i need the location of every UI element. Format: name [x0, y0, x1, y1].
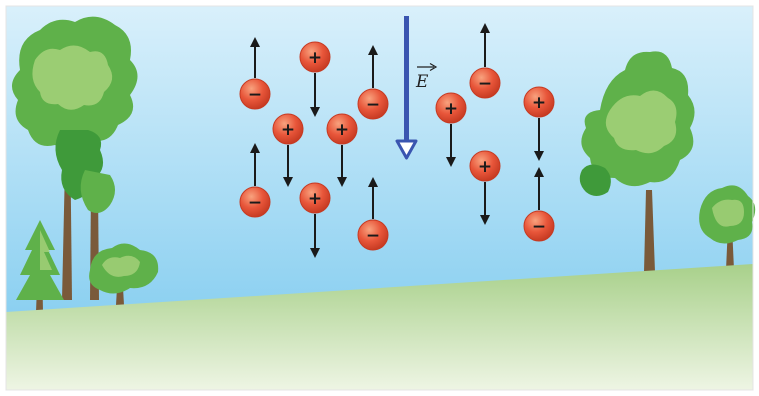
svg-text:+: + — [444, 99, 458, 119]
svg-text:−: − — [248, 193, 262, 213]
svg-text:+: + — [335, 120, 349, 140]
svg-text:+: + — [308, 189, 322, 209]
svg-text:+: + — [478, 157, 492, 177]
svg-text:−: − — [248, 85, 262, 105]
svg-text:+: + — [281, 120, 295, 140]
svg-text:−: − — [366, 95, 380, 115]
svg-text:−: − — [478, 74, 492, 94]
svg-text:−: − — [366, 226, 380, 246]
svg-text:+: + — [308, 48, 322, 68]
field-label: E — [415, 72, 429, 92]
svg-text:−: − — [532, 217, 546, 237]
svg-text:+: + — [532, 93, 546, 113]
